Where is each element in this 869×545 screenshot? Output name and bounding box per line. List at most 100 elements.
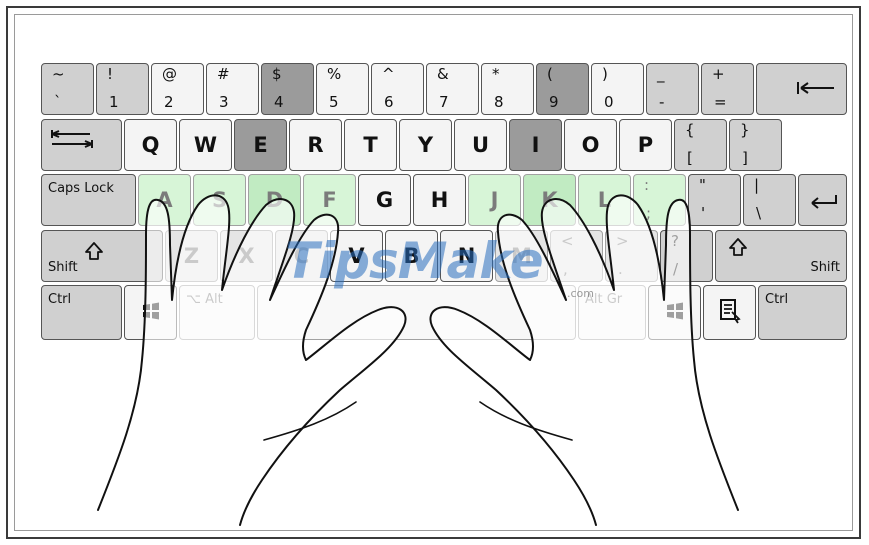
key-label: G: [359, 188, 410, 212]
key-rbracket: }]: [729, 119, 782, 171]
key-semicolon: :;: [633, 174, 686, 226]
key-shift-label: }: [740, 121, 750, 139]
key-backspace: [756, 63, 847, 115]
win-icon: [665, 301, 685, 325]
key-label: U: [455, 133, 506, 157]
key-t: T: [344, 119, 397, 171]
key-label: E: [235, 133, 286, 157]
key-p: P: [619, 119, 672, 171]
key-base-label: 0: [604, 93, 614, 111]
key-3: #3: [206, 63, 259, 115]
key-label: Shift: [810, 260, 840, 275]
key-label: R: [290, 133, 341, 157]
key-base-label: 5: [329, 93, 339, 111]
key-shift-label: $: [272, 65, 282, 83]
key-rwin: [648, 285, 701, 340]
key-caps: Caps Lock: [41, 174, 136, 226]
key-base-label: ]: [742, 149, 748, 167]
key-label: J: [469, 188, 520, 212]
key-4: $4: [261, 63, 314, 115]
key-q: Q: [124, 119, 177, 171]
key-base-label: 4: [274, 93, 284, 111]
key-0: )0: [591, 63, 644, 115]
key-lalt: ⌥ Alt: [179, 285, 255, 340]
key-h: H: [413, 174, 466, 226]
key-a: A: [138, 174, 191, 226]
key-lwin: [124, 285, 177, 340]
key-shift-label: >: [616, 232, 629, 250]
key-label: ⌥ Alt: [186, 292, 223, 307]
key-shift-label: %: [327, 65, 341, 83]
key-label: T: [345, 133, 396, 157]
key-base-label: 3: [219, 93, 229, 111]
key-e: E: [234, 119, 287, 171]
key-shift-label: ^: [382, 65, 395, 83]
key-1: !1: [96, 63, 149, 115]
key-shift-label: _: [657, 65, 665, 83]
key-base-label: \: [756, 204, 761, 222]
key-label: P: [620, 133, 671, 157]
key-shift-label: ?: [671, 232, 679, 250]
key-period: >.: [605, 230, 658, 282]
backspace-icon: [796, 80, 836, 100]
key-label: Shift: [48, 260, 78, 275]
key-shift-label: :: [644, 176, 649, 194]
key-label: L: [579, 188, 630, 212]
key-base-label: 9: [549, 93, 559, 111]
key-label: D: [249, 188, 300, 212]
key-base-label: -: [659, 93, 664, 111]
key-space: [257, 285, 576, 340]
shift-icon: [84, 241, 104, 265]
key-9: (9: [536, 63, 589, 115]
key-lshift: Shift: [41, 230, 163, 282]
key-label: S: [194, 188, 245, 212]
enter-icon: [808, 193, 838, 213]
key-s: S: [193, 174, 246, 226]
key-base-label: ,: [563, 260, 568, 278]
menu-icon: [718, 298, 742, 328]
key-8: *8: [481, 63, 534, 115]
key-label: Y: [400, 133, 451, 157]
key-shift-label: {: [685, 121, 695, 139]
key-base-label: 6: [384, 93, 394, 111]
key-7: &7: [426, 63, 479, 115]
key-slash: ?/: [660, 230, 713, 282]
key-comma: <,: [550, 230, 603, 282]
key-quote: "': [688, 174, 741, 226]
key-2: @2: [151, 63, 204, 115]
key-equals: +=: [701, 63, 754, 115]
key-tilde: ~`: [41, 63, 94, 115]
key-label: Ctrl: [48, 292, 71, 307]
key-label: X: [221, 244, 272, 268]
key-shift-label: ): [602, 65, 608, 83]
key-shift-label: @: [162, 65, 177, 83]
key-base-label: 7: [439, 93, 449, 111]
key-6: ^6: [371, 63, 424, 115]
key-base-label: 8: [494, 93, 504, 111]
key-shift-label: ": [699, 176, 706, 194]
key-shift-label: ~: [52, 65, 65, 83]
key-shift-label: &: [437, 65, 449, 83]
key-label: K: [524, 188, 575, 212]
key-l: L: [578, 174, 631, 226]
key-base-label: ;: [646, 204, 651, 222]
key-base-label: [: [687, 149, 693, 167]
key-label: Caps Lock: [48, 181, 114, 196]
key-label: W: [180, 133, 231, 157]
key-5: %5: [316, 63, 369, 115]
key-shift-label: +: [712, 65, 725, 83]
key-rshift: Shift: [715, 230, 847, 282]
key-base-label: =: [714, 93, 727, 111]
key-shift-label: #: [217, 65, 230, 83]
watermark-suffix: .com: [567, 287, 594, 300]
key-x: X: [220, 230, 273, 282]
key-shift-label: |: [754, 176, 759, 194]
key-enter: [798, 174, 847, 226]
key-backslash: |\: [743, 174, 796, 226]
key-rctrl: Ctrl: [758, 285, 847, 340]
key-i: I: [509, 119, 562, 171]
key-g: G: [358, 174, 411, 226]
key-lctrl: Ctrl: [41, 285, 122, 340]
key-label: Z: [166, 244, 217, 268]
key-label: F: [304, 188, 355, 212]
